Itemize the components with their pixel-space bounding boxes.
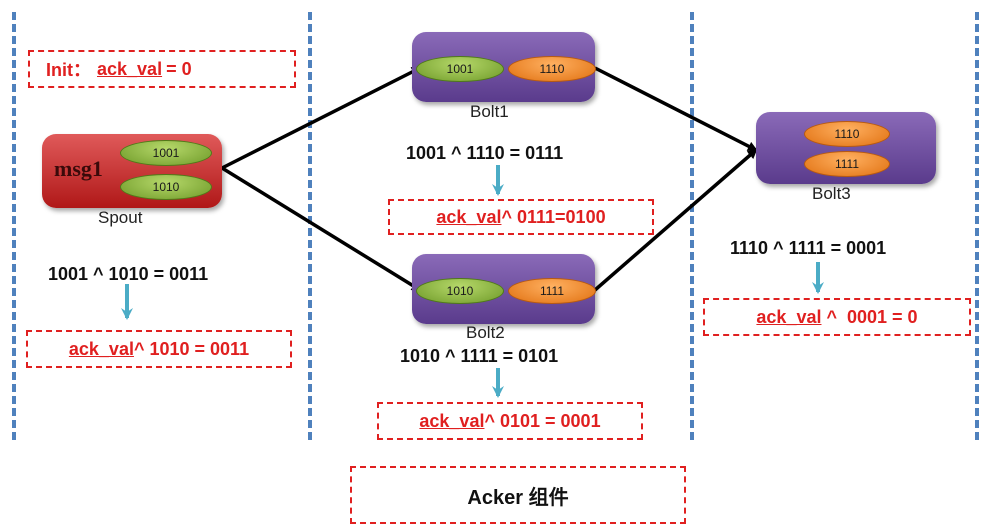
bolt3-label: Bolt3: [812, 184, 851, 203]
bolt1-tuple-2: 1110: [508, 56, 596, 82]
spout-ack-box: ack_val ^ 1010 = 0011: [26, 330, 292, 368]
bolt1-node: 1001 1110: [412, 32, 596, 102]
separator-line: [975, 12, 979, 440]
bolt1-ack-var: ack_val: [436, 206, 502, 227]
bolt2-ack-value: ^ 0101 = 0001: [484, 410, 601, 431]
init-label: Init：: [46, 60, 91, 80]
bolt2-tuple-1: 1010: [416, 278, 504, 304]
spout-label: Spout: [98, 208, 143, 227]
bolt1-xor-equation: 1001 ^ 1110 = 0111: [406, 143, 564, 163]
bolt1-ack-value: ^ 0111=0100: [501, 206, 606, 227]
acker-component-label: Acker 组件: [467, 486, 569, 509]
arrow-bolt1-bolt3: [594, 66, 758, 152]
spout-xor-equation: 1001 ^ 1010 = 0011: [48, 264, 209, 284]
arrow-spout-bolt2: [221, 166, 422, 292]
bolt1-ack-box: ack_val ^ 0111=0100: [388, 199, 654, 235]
spout-tuple-1: 1001: [120, 140, 212, 166]
arrow-bolt2-bolt3: [593, 148, 758, 292]
bolt2-label: Bolt2: [466, 323, 505, 342]
bolt2-tuple-2: 1111: [508, 278, 596, 304]
bolt1-tuple-1: 1001: [416, 56, 504, 82]
separator-line: [690, 12, 694, 440]
msg-label: msg1: [54, 156, 103, 181]
spout-tuple-2: 1010: [120, 174, 212, 200]
spout-ack-value: ^ 1010 = 0011: [133, 338, 250, 359]
separator-line: [308, 12, 312, 440]
init-value: = 0: [166, 58, 192, 79]
spout-node: msg1 1001 1010: [42, 134, 222, 208]
bolt2-node: 1010 1111: [412, 254, 596, 324]
bolt3-tuple-2: 1111: [804, 151, 890, 177]
arrow-spout-bolt1: [221, 66, 422, 170]
bolt3-xor-equation: 1110 ^ 1111 = 0001: [730, 238, 887, 258]
bolt3-ack-var: ack_val: [756, 306, 822, 327]
init-var: ack_val: [97, 58, 163, 79]
bolt2-ack-box: ack_val ^ 0101 = 0001: [377, 402, 643, 440]
separator-line: [12, 12, 16, 440]
bolt2-ack-var: ack_val: [419, 410, 485, 431]
bolt1-label: Bolt1: [470, 102, 509, 121]
bolt3-node: 1110 1111: [756, 112, 936, 184]
bolt2-xor-equation: 1010 ^ 1111 = 0101: [400, 346, 559, 366]
bolt3-ack-value: ^ 0001 = 0: [821, 306, 918, 327]
bolt3-ack-box: ack_val ^ 0001 = 0: [703, 298, 971, 336]
bolt3-tuple-1: 1110: [804, 121, 890, 147]
init-box: Init： ack_val = 0: [28, 50, 296, 88]
acker-component-box: Acker 组件: [350, 466, 686, 524]
spout-ack-var: ack_val: [68, 338, 134, 359]
